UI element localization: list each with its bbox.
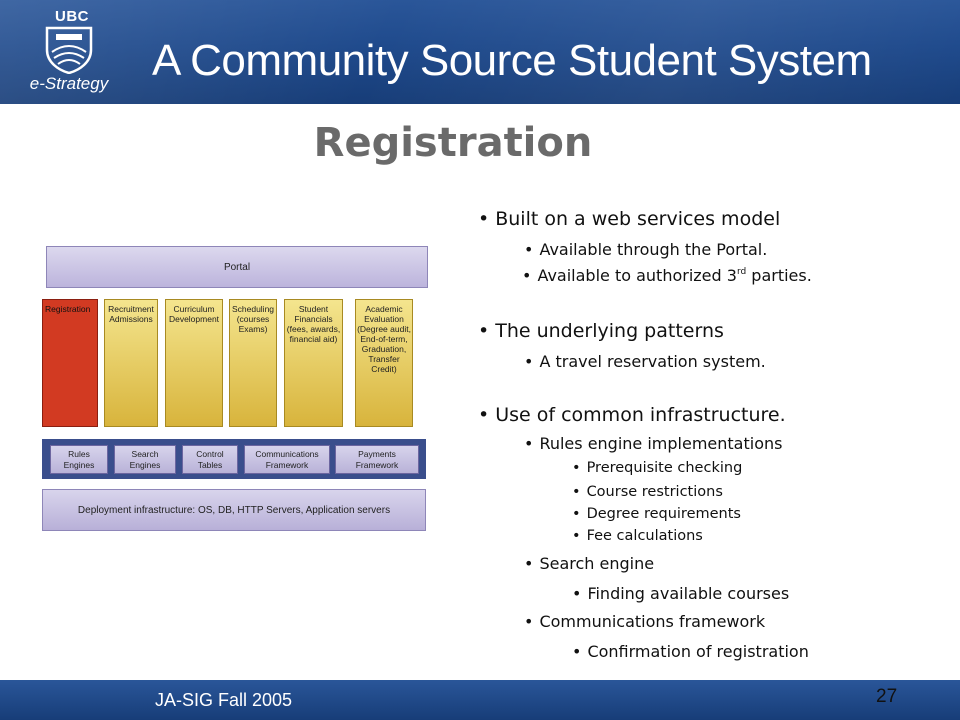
crest-icon — [45, 26, 93, 74]
bullet-text: The underlying patterns — [495, 320, 724, 342]
brand-text: e-Strategy — [29, 74, 109, 93]
bullet-text: Finding available courses — [587, 584, 790, 603]
bullet-text: Use of common infrastructure. — [495, 404, 786, 426]
bullet-dot: • — [478, 404, 490, 426]
bullet-text: Confirmation of registration — [587, 642, 809, 661]
bullet-dot: • — [572, 584, 582, 603]
bullet-item: •The underlying patterns — [478, 320, 724, 342]
bullet-dot: • — [572, 642, 582, 661]
bullet-text: Rules engine implementations — [539, 434, 783, 453]
bullet-dot: • — [524, 612, 534, 631]
bullet-item: • Communications framework — [524, 612, 765, 631]
bullet-item: • Fee calculations — [572, 528, 703, 544]
bullet-item: • Course restrictions — [572, 484, 723, 500]
module-scheduling: Scheduling (courses Exams) — [229, 299, 277, 427]
bullet-dot: • — [524, 554, 534, 573]
bullet-dot: • — [572, 484, 581, 500]
footer-bar — [0, 680, 960, 720]
bullet-text: Search engine — [539, 554, 655, 573]
bullet-text: Available through the Portal. — [539, 240, 768, 259]
bullet-dot: • — [522, 266, 532, 285]
infra-search-engines: Search Engines — [114, 445, 176, 474]
bullet-text: Prerequisite checking — [586, 460, 743, 476]
infra-rules-engines: Rules Engines — [50, 445, 108, 474]
bullet-dot: • — [572, 528, 581, 544]
slide-title: Registration — [313, 120, 593, 166]
bullet-text: A travel reservation system. — [539, 352, 766, 371]
infra-payments-framework: Payments Framework — [335, 445, 419, 474]
infra-control-tables: Control Tables — [182, 445, 238, 474]
bullet-text: Communications framework — [539, 612, 766, 631]
module-student-financials: Student Financials (fees, awards, financ… — [284, 299, 343, 427]
bullet-item: • Available to authorized 3rd parties. — [522, 266, 812, 285]
superscript: rd — [736, 267, 747, 277]
bullet-item: • Prerequisite checking — [572, 460, 742, 476]
portal-box: Portal — [46, 246, 428, 288]
infra-communications-framework: Communications Framework — [244, 445, 330, 474]
page-number: 27 — [876, 686, 898, 707]
bullet-item: • Confirmation of registration — [572, 642, 809, 661]
module-registration: Registration — [42, 299, 98, 427]
bullet-item: • A travel reservation system. — [524, 352, 766, 371]
footer-text: JA-SIG Fall 2005 — [155, 690, 293, 710]
bullet-dot: • — [572, 460, 581, 476]
bullet-text: Built on a web services model — [495, 208, 781, 230]
module-curriculum: Curriculum Development — [165, 299, 223, 427]
bullet-dot: • — [524, 352, 534, 371]
bullet-item: •Built on a web services model — [478, 208, 780, 230]
logo-text: UBC — [55, 8, 89, 25]
bullet-dot: • — [478, 320, 490, 342]
bullet-text: Degree requirements — [586, 506, 741, 522]
bullet-dot: • — [524, 434, 534, 453]
bullet-item: •Use of common infrastructure. — [478, 404, 786, 426]
bullet-text: Available to authorized 3 — [537, 266, 737, 285]
bullet-item: • Rules engine implementations — [524, 434, 782, 453]
bullet-text: parties. — [746, 266, 812, 285]
bullet-dot: • — [478, 208, 490, 230]
bullet-item: • Search engine — [524, 554, 654, 573]
architecture-diagram: Portal Registration Recruitment Admissio… — [40, 242, 430, 534]
module-recruitment: Recruitment Admissions — [104, 299, 158, 427]
module-academic-evaluation: Academic Evaluation (Degree audit, End-o… — [355, 299, 413, 427]
bullet-text: Fee calculations — [586, 528, 703, 544]
header-shine — [0, 0, 960, 104]
bullet-text: Course restrictions — [586, 484, 723, 500]
bullet-item: • Degree requirements — [572, 506, 741, 522]
header-banner: UBC e-Strategy A Community Source Studen… — [0, 0, 960, 104]
bullet-item: • Available through the Portal. — [524, 240, 767, 259]
header-title: A Community Source Student System — [152, 36, 872, 85]
deployment-box: Deployment infrastructure: OS, DB, HTTP … — [42, 489, 426, 531]
bullet-dot: • — [572, 506, 581, 522]
bullet-item: • Finding available courses — [572, 584, 789, 603]
bullet-dot: • — [524, 240, 534, 259]
ubc-logo: UBC e-Strategy — [14, 8, 124, 100]
